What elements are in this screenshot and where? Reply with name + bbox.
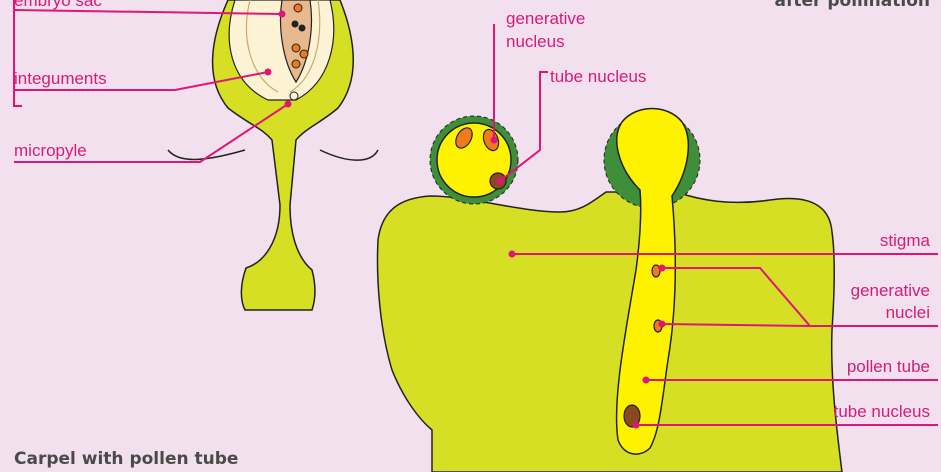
- embryo-sac-nucleus: [294, 4, 302, 12]
- label-micropyle: micropyle: [14, 141, 87, 160]
- tube-nucleus-leader-dot: [497, 178, 504, 185]
- label-after-pollination: after pollination: [775, 0, 930, 11]
- stigma-body: [378, 192, 842, 472]
- embryo-sac-nucleus: [299, 25, 306, 32]
- label-tube-nucleus-top: tube nucleus: [550, 67, 646, 86]
- pollen-tube-leader-dot: [643, 377, 650, 384]
- label-embryo-sac: embryo sac: [14, 0, 102, 10]
- embryo-sac-nucleus: [292, 60, 300, 68]
- micropyle-opening: [290, 92, 298, 100]
- diagram-title: Carpel with pollen tube: [14, 449, 238, 469]
- stigma-leader-dot: [509, 251, 516, 258]
- ovule: [168, 0, 378, 310]
- label-stigma: stigma: [880, 231, 931, 250]
- label-generative-nuclei-2: nuclei: [886, 303, 930, 322]
- embryo-sac-nucleus: [300, 50, 308, 58]
- ovule-stalk-flare-right: [320, 150, 378, 160]
- embryo-sac-nucleus: [292, 44, 300, 52]
- generative-nuclei-leader-dot: [659, 265, 666, 272]
- integuments-leader-dot: [265, 69, 272, 76]
- tube-nucleus-bottom-leader-dot: [633, 422, 640, 429]
- micropyle-leader-dot: [285, 101, 292, 108]
- generative-nuclei-leader-dot: [659, 321, 666, 328]
- pollen-grain-left: [430, 116, 518, 204]
- label-tube-nucleus-bottom: tube nucleus: [834, 402, 930, 421]
- label-generative-nuclei-1: generative: [851, 281, 930, 300]
- embryo-sac-leader-dot: [279, 11, 286, 18]
- label-generative-nucleus-2: nucleus: [506, 32, 565, 51]
- label-generative-nucleus-1: generative: [506, 9, 585, 28]
- label-integuments: integuments: [14, 69, 107, 88]
- embryo-sac-nucleus: [292, 21, 299, 28]
- generative-nucleus-leader-dot: [491, 137, 498, 144]
- label-pollen-tube: pollen tube: [847, 357, 930, 376]
